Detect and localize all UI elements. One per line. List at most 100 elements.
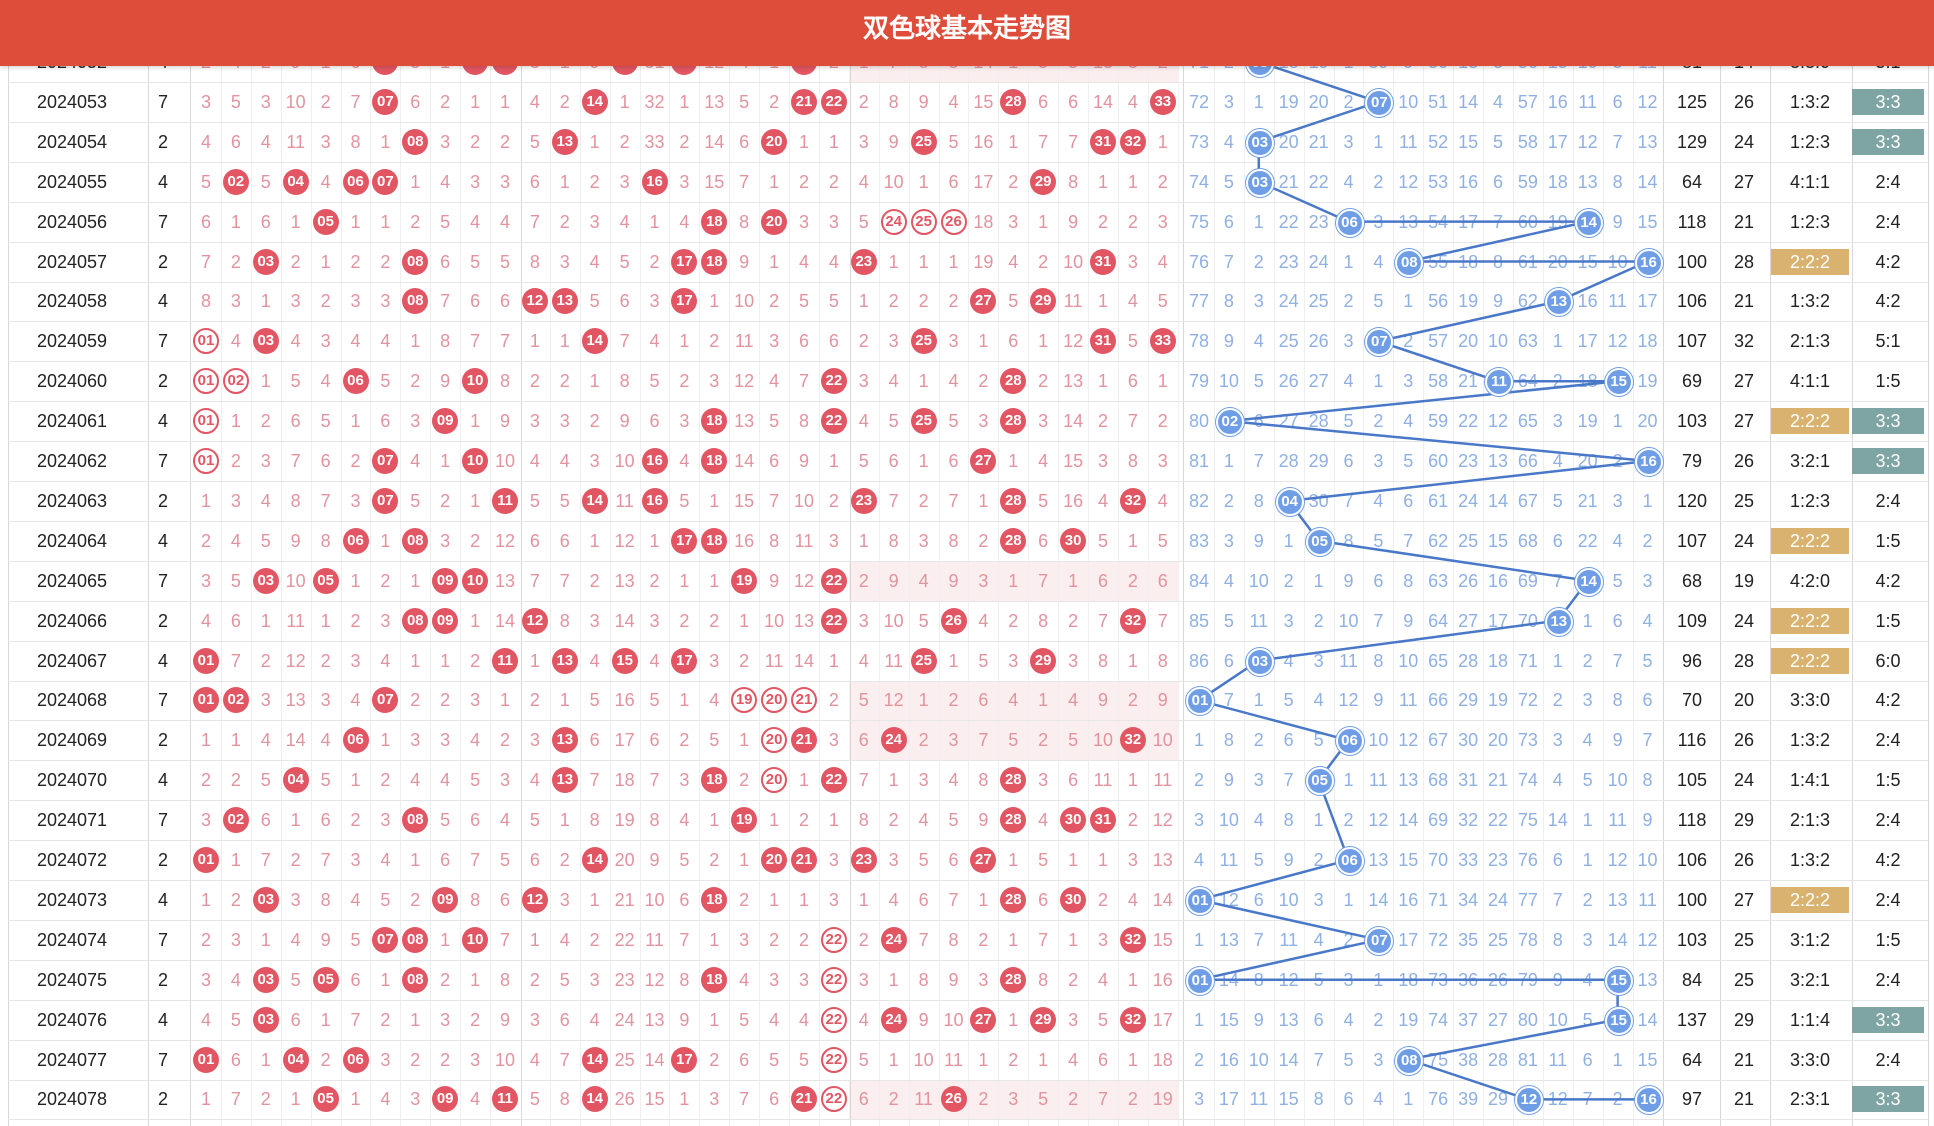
blue-miss-count: 11: [1398, 131, 1418, 152]
blue-miss-count: 25: [1278, 331, 1299, 352]
red-miss-count: 9: [320, 929, 331, 950]
odd-even-value: 2:4: [1875, 889, 1901, 910]
column-guide: [1572, 60, 1574, 1126]
blue-miss-count: 9: [1223, 770, 1234, 791]
red-miss-count: 3: [858, 371, 869, 392]
blue-miss-count: 28: [1308, 411, 1329, 432]
blue-ball: 14: [1574, 208, 1603, 237]
red-miss-count: 7: [320, 490, 331, 511]
red-miss-count: 3: [649, 610, 660, 631]
red-miss-count: 5: [1038, 490, 1049, 511]
red-miss-count: 5: [320, 770, 331, 791]
blue-miss-count: 14: [1607, 929, 1628, 950]
red-miss-count: 6: [978, 690, 989, 711]
column-divider: [1720, 60, 1721, 1126]
blue-ball: 06: [1335, 208, 1364, 237]
blue-miss-count: 80: [1188, 411, 1210, 432]
red-miss-count: 3: [1097, 929, 1108, 950]
red-miss-count: 8: [1157, 650, 1168, 671]
red-miss-count: 5: [679, 850, 690, 870]
blue-miss-count: 81: [1188, 451, 1210, 471]
red-miss-count: 2: [559, 91, 570, 112]
blue-miss-count: 74: [1517, 770, 1538, 791]
blue-miss-count: 15: [1398, 850, 1419, 870]
red-miss-count: 12: [614, 530, 635, 551]
red-miss-count: 16: [734, 530, 755, 551]
red-miss-count: 8: [200, 291, 211, 312]
red-miss-count: 6: [470, 291, 481, 312]
red-miss-count: 3: [1008, 211, 1019, 232]
red-miss-count: 4: [739, 969, 750, 990]
red-ball: 20: [761, 128, 788, 155]
red-miss-count: 4: [1097, 969, 1108, 990]
red-miss-count: 7: [1097, 610, 1108, 631]
red-miss-count: 4: [888, 371, 899, 392]
blue-miss-count: 6: [1552, 850, 1563, 870]
blue-ball: 01: [1186, 966, 1214, 995]
red-ball: 27: [970, 288, 997, 315]
blue-miss-count: 17: [1637, 291, 1658, 312]
blue-miss-count: 21: [1487, 770, 1509, 791]
blue-miss-count: 70: [1517, 610, 1538, 631]
blue-miss-count: 7: [1492, 211, 1503, 232]
blue-miss-count: 54: [1428, 211, 1449, 232]
red-miss-count: 7: [978, 730, 989, 751]
red-ball: 13: [551, 767, 578, 794]
red-miss-count: 6: [200, 211, 211, 232]
red-miss-count: 9: [619, 411, 630, 432]
blue-miss-count: 11: [1578, 91, 1598, 112]
issue-number: 2024054: [36, 131, 108, 152]
red-miss-count: 5: [529, 1089, 540, 1110]
red-miss-count: 13: [614, 570, 635, 591]
red-ball: 21: [791, 727, 817, 754]
red-miss-count: 2: [1068, 1089, 1079, 1110]
blue-miss-count: 10: [1547, 1009, 1568, 1030]
blue-miss-count: 2: [1373, 1009, 1384, 1030]
blue-miss-count: 12: [1637, 929, 1658, 950]
red-miss-count: 10: [764, 610, 785, 631]
blue-ball: 13: [1544, 288, 1573, 317]
blue-miss-count: 6: [1343, 1089, 1354, 1110]
red-ball: 03: [252, 1006, 279, 1033]
red-miss-count: 3: [380, 291, 391, 312]
blue-miss-count: 3: [1223, 530, 1234, 551]
issue-digit: 7: [157, 570, 168, 591]
blue-miss-count: 65: [1428, 650, 1449, 671]
column-divider: [849, 60, 851, 1126]
red-miss-count: 2: [410, 690, 421, 711]
red-miss-count: 2: [260, 411, 271, 432]
blue-miss-count: 6: [1253, 889, 1264, 910]
red-miss-count: 3: [649, 291, 660, 312]
blue-miss-count: 12: [1607, 850, 1628, 870]
blue-miss-count: 2: [1343, 91, 1354, 112]
red-ball: 31: [1090, 328, 1116, 355]
blue-miss-count: 4: [1373, 490, 1384, 511]
red-miss-count: 1: [739, 730, 750, 751]
sum-value: 69: [1681, 371, 1703, 392]
blue-miss-count: 3: [1582, 690, 1593, 711]
sum-value: 79: [1681, 451, 1703, 471]
highlight-band: [848, 1080, 1178, 1120]
red-ball: 29: [1030, 288, 1057, 315]
red-miss-count: 5: [918, 610, 929, 631]
red-miss-count: 1: [679, 690, 690, 711]
red-miss-count: 2: [470, 131, 481, 152]
span-value: 19: [1733, 570, 1755, 591]
red-ball: 22: [820, 1006, 847, 1033]
red-miss-count: 2: [290, 251, 301, 272]
blue-miss-count: 1: [1193, 730, 1204, 751]
red-ball: 27: [970, 1006, 997, 1033]
blue-miss-count: 2: [1642, 530, 1653, 551]
ratio-value: 2:3:1: [1789, 1089, 1831, 1110]
blue-miss-count: 4: [1373, 251, 1384, 272]
red-miss-count: 3: [1127, 850, 1138, 870]
blue-miss-count: 5: [1582, 1009, 1593, 1030]
red-miss-count: 2: [230, 451, 241, 471]
red-miss-count: 8: [888, 530, 899, 551]
red-miss-count: 2: [440, 690, 451, 711]
red-ball: 28: [1000, 807, 1027, 834]
red-miss-count: 11: [1063, 291, 1083, 312]
red-miss-count: 1: [230, 411, 241, 432]
blue-miss-count: 15: [1458, 131, 1479, 152]
